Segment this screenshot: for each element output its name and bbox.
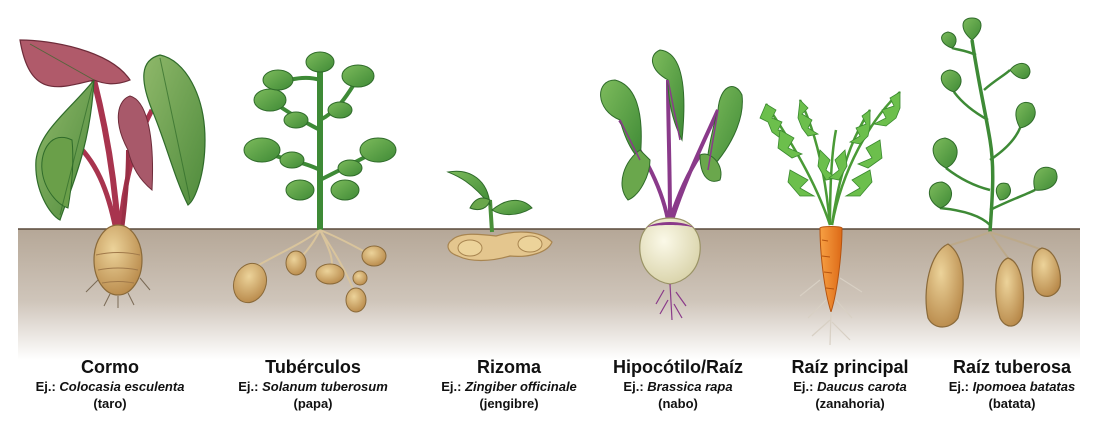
example-raiz-tuberosa: Ej.: Ipomoea batatas [912,378,1097,395]
caption-hipocotilo: Hipocótilo/Raíz Ej.: Brassica rapa (nabo… [578,356,778,412]
caption-tuberculos: Tubérculos Ej.: Solanum tuberosum (papa) [213,356,413,412]
soil [18,229,1080,360]
label-cormo: Cormo [10,356,210,378]
plant-illustration [0,0,1097,360]
taro-corm [94,225,142,295]
ginger-plant [448,171,552,260]
caption-raiz-tuberosa: Raíz tuberosa Ej.: Ipomoea batatas (bata… [912,356,1097,412]
label-hipocotilo: Hipocótilo/Raíz [578,356,778,378]
common-raiz-tuberosa: (batata) [912,395,1097,412]
label-tuberculos: Tubérculos [213,356,413,378]
common-cormo: (taro) [10,395,210,412]
example-hipocotilo: Ej.: Brassica rapa [578,378,778,395]
common-hipocotilo: (nabo) [578,395,778,412]
example-cormo: Ej.: Colocasia esculenta [10,378,210,395]
common-tuberculos: (papa) [213,395,413,412]
label-raiz-tuberosa: Raíz tuberosa [912,356,1097,378]
example-tuberculos: Ej.: Solanum tuberosum [213,378,413,395]
caption-cormo: Cormo Ej.: Colocasia esculenta (taro) [10,356,210,412]
